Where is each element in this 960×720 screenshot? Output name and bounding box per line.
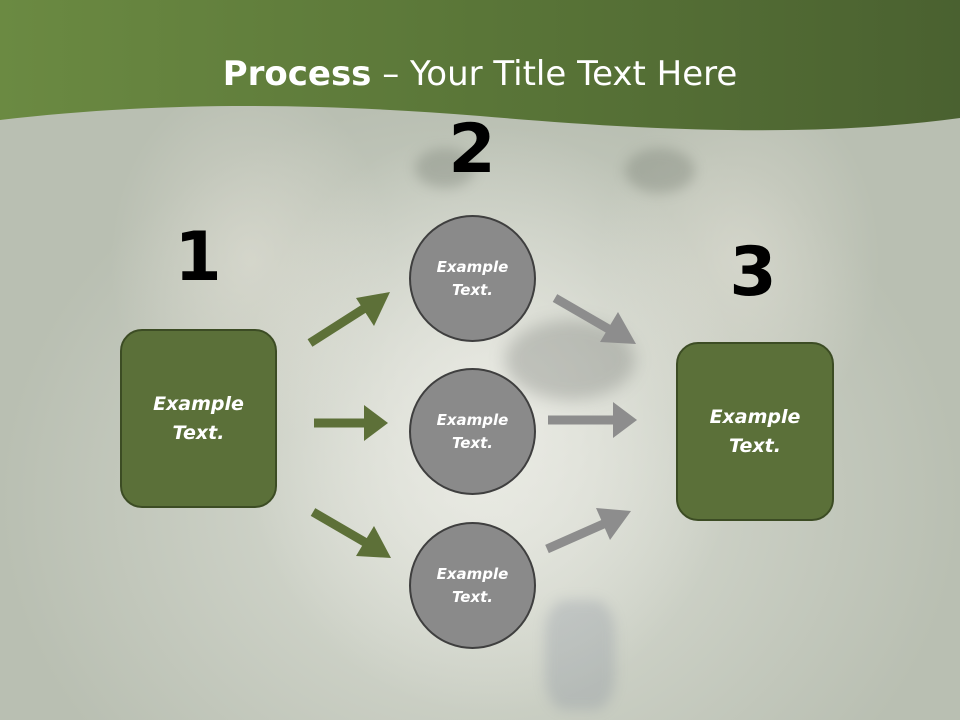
page-title: Process – Your Title Text Here: [0, 52, 960, 96]
step-2-circle-3[interactable]: Example Text.: [409, 522, 536, 649]
arrow-to-circle-2: [314, 405, 388, 441]
arrow-from-circle-2: [548, 402, 637, 438]
title-banner: [0, 0, 960, 131]
circle-1-text: Example Text.: [436, 257, 509, 299]
step-1-text: Example Text.: [153, 392, 244, 444]
step-number-3: 3: [729, 233, 777, 312]
title-bold-part: Process: [222, 54, 372, 94]
step-2-circle-1[interactable]: Example Text.: [409, 215, 536, 342]
step-1-box[interactable]: Example Text.: [120, 329, 277, 508]
arrow-from-circle-3: [545, 508, 631, 554]
step-2-circle-2[interactable]: Example Text.: [409, 368, 536, 495]
title-rest-part: – Your Title Text Here: [371, 54, 738, 94]
arrow-from-circle-1: [552, 294, 636, 344]
step-3-text: Example Text.: [709, 405, 801, 457]
background-photo-detail: [625, 148, 695, 193]
arrow-to-circle-3: [310, 508, 391, 558]
background-photo-detail: [415, 148, 475, 188]
step-3-box[interactable]: Example Text.: [676, 342, 834, 521]
circle-3-text: Example Text.: [436, 564, 509, 606]
circle-2-text: Example Text.: [436, 410, 509, 452]
arrow-to-circle-1: [307, 292, 390, 347]
step-number-1: 1: [174, 218, 222, 297]
background-photo-detail: [545, 600, 615, 710]
step-number-2: 2: [448, 110, 496, 189]
